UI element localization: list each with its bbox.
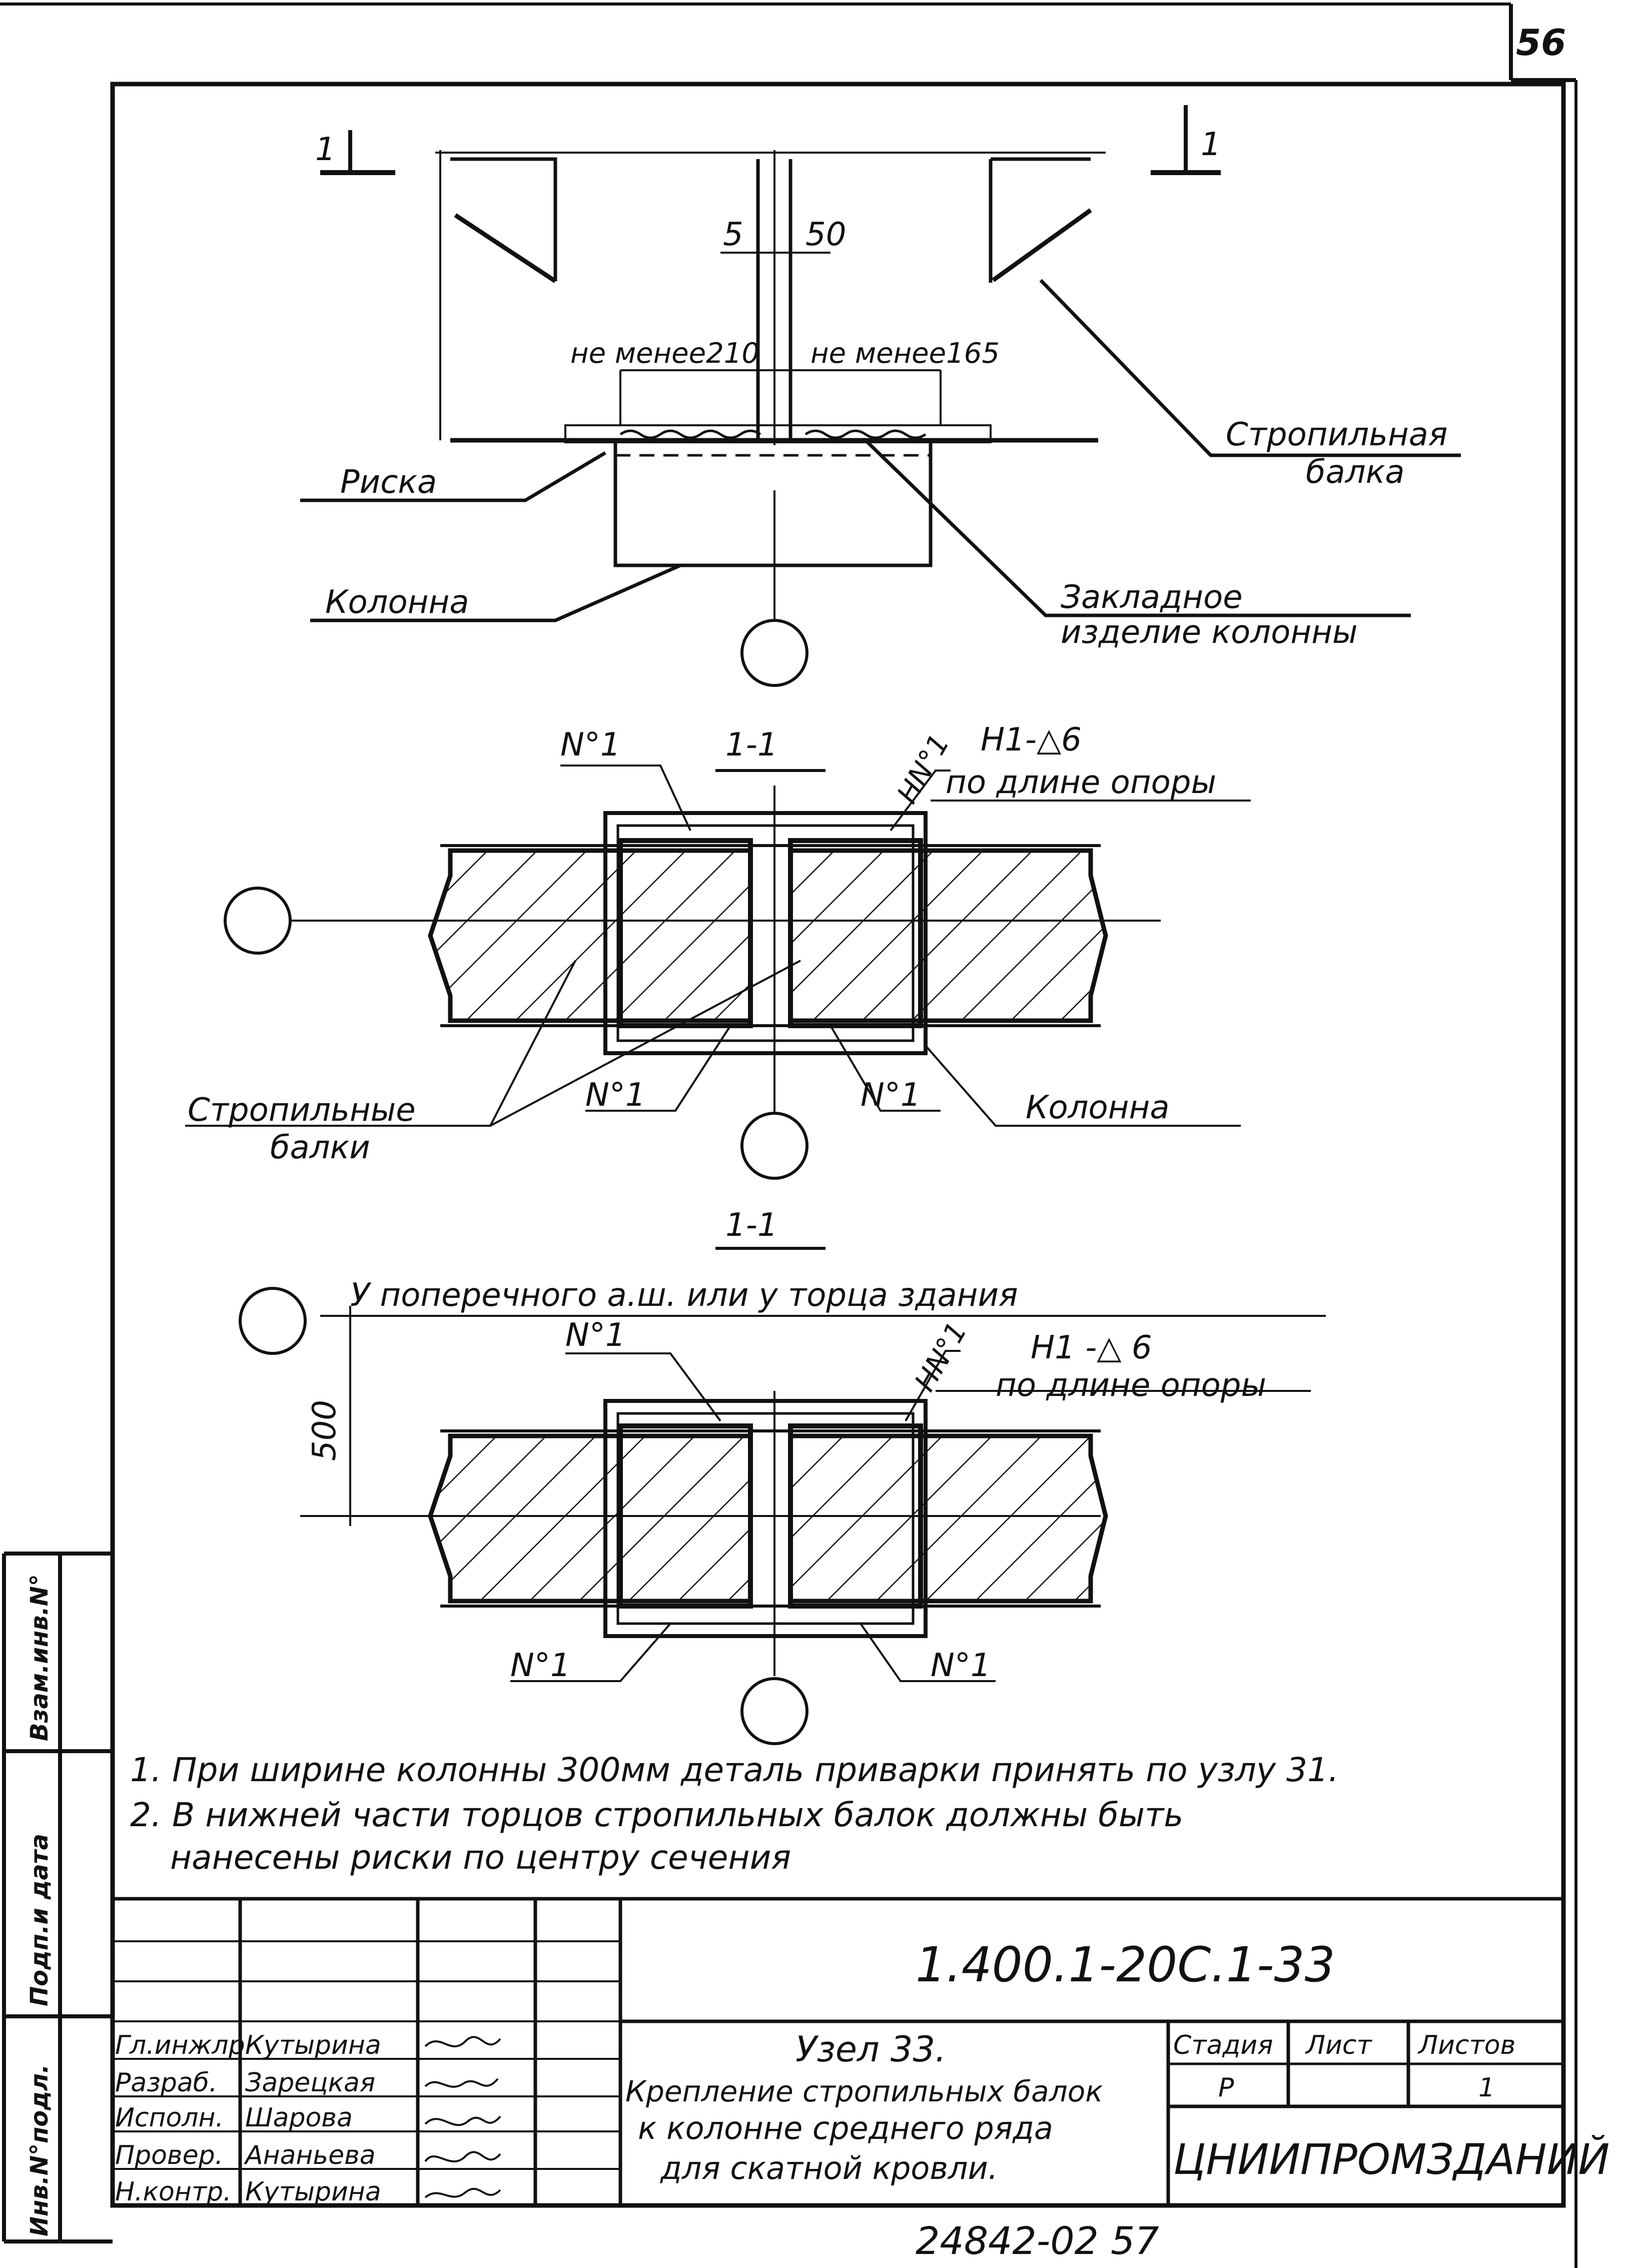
section-a-column: Колонна: [1026, 1089, 1170, 1126]
section-b-weld-num-top: N°1: [565, 1317, 626, 1354]
role-1: Гл.инжлр: [115, 2030, 245, 2060]
note-2: 2. В нижней части торцов стропильных бал…: [130, 1796, 1183, 1834]
label-mark: Риска: [340, 464, 437, 501]
section-b-weld-length: по длине опоры: [996, 1367, 1266, 1404]
section-b: [239, 1247, 1326, 1745]
sheet-header: Лист: [1305, 2030, 1372, 2060]
section-b-weld-small: HN°1: [909, 1317, 974, 1397]
dim-min-165: не менее165: [810, 337, 1000, 370]
footer-number: 24842-02 57: [916, 2218, 1159, 2263]
label-rafter-2: балка: [1306, 454, 1404, 491]
title-block: [113, 1897, 1563, 2205]
section-b-weld-num-bl: N°1: [510, 1647, 571, 1684]
name-5: Кутырина: [245, 2177, 381, 2207]
side-label-inventory: Инв.N°подл.: [26, 2064, 54, 2236]
side-label-sign: Подп.и дата: [26, 1834, 54, 2006]
sheet-number: 56: [1516, 22, 1566, 64]
dim-50: 50: [805, 216, 846, 253]
role-5: Н.контр.: [115, 2177, 232, 2207]
sheets-value: 1: [1478, 2073, 1495, 2103]
side-strip: [2, 1552, 113, 2243]
doc-code: 1.400.1-20С.1-33: [916, 1937, 1335, 1993]
section-a-title: 1-1: [725, 726, 778, 764]
section-mark-left: 1: [315, 131, 336, 168]
stage-header: Стадия: [1173, 2030, 1273, 2060]
organization: ЦНИИПРОМЗДАНИЙ: [1173, 2135, 1609, 2184]
dim-min-210: не менее210: [570, 337, 759, 370]
label-rafter-1: Стропильная: [1226, 416, 1447, 453]
role-2: Разраб.: [115, 2068, 217, 2098]
section-b-weld-num-br: N°1: [931, 1647, 991, 1684]
name-1: Кутырина: [245, 2030, 381, 2060]
section-a-weld-length: по длине опоры: [946, 764, 1216, 801]
name-4: Ананьева: [244, 2140, 376, 2170]
name-2: Зарецкая: [245, 2068, 375, 2098]
stage-value: Р: [1218, 2073, 1234, 2103]
section-a: [185, 765, 1251, 1180]
section-mark-right: 1: [1201, 126, 1221, 163]
note-1: 1. При ширине колонны 300мм деталь прива…: [130, 1751, 1339, 1789]
signatures: [424, 2036, 501, 2198]
sheet-frame: [0, 3, 1577, 2268]
description-3: для скатной кровли.: [660, 2150, 998, 2186]
section-a-weld-num-top: N°1: [560, 726, 621, 764]
section-b-title: 1-1: [725, 1207, 778, 1244]
description-1: Крепление стропильных балок: [625, 2074, 1103, 2108]
plan-view: [300, 105, 1461, 687]
note-3: нанесены риски по центру сечения: [170, 1838, 791, 1877]
section-a-weld-num-br: N°1: [861, 1077, 921, 1114]
section-b-dim-500: 500: [306, 1400, 343, 1461]
name-3: Шарова: [245, 2103, 353, 2133]
side-label-replace: Взам.инв.N°: [26, 1574, 54, 1741]
node-title: Узел 33.: [795, 2029, 946, 2070]
section-a-rafters-2: балки: [270, 1129, 370, 1166]
section-a-weld-spec: Н1-△6: [981, 721, 1082, 759]
role-3: Исполн.: [115, 2103, 224, 2133]
label-embed-2: изделие колонны: [1061, 614, 1358, 651]
section-b-weld-spec: Н1 -△ 6: [1031, 1329, 1152, 1366]
section-a-weld-num-bl: N°1: [585, 1077, 646, 1114]
section-b-note: У поперечного а.ш. или у торца здания: [350, 1277, 1018, 1314]
section-a-rafters-1: Стропильные: [188, 1092, 416, 1129]
label-embed-1: Закладное: [1061, 579, 1243, 616]
sheets-header: Листов: [1417, 2030, 1515, 2060]
label-column: Колонна: [325, 584, 469, 621]
role-4: Провер.: [115, 2140, 223, 2170]
dim-5: 5: [723, 216, 743, 253]
description-2: к колонне среднего ряда: [638, 2110, 1053, 2146]
